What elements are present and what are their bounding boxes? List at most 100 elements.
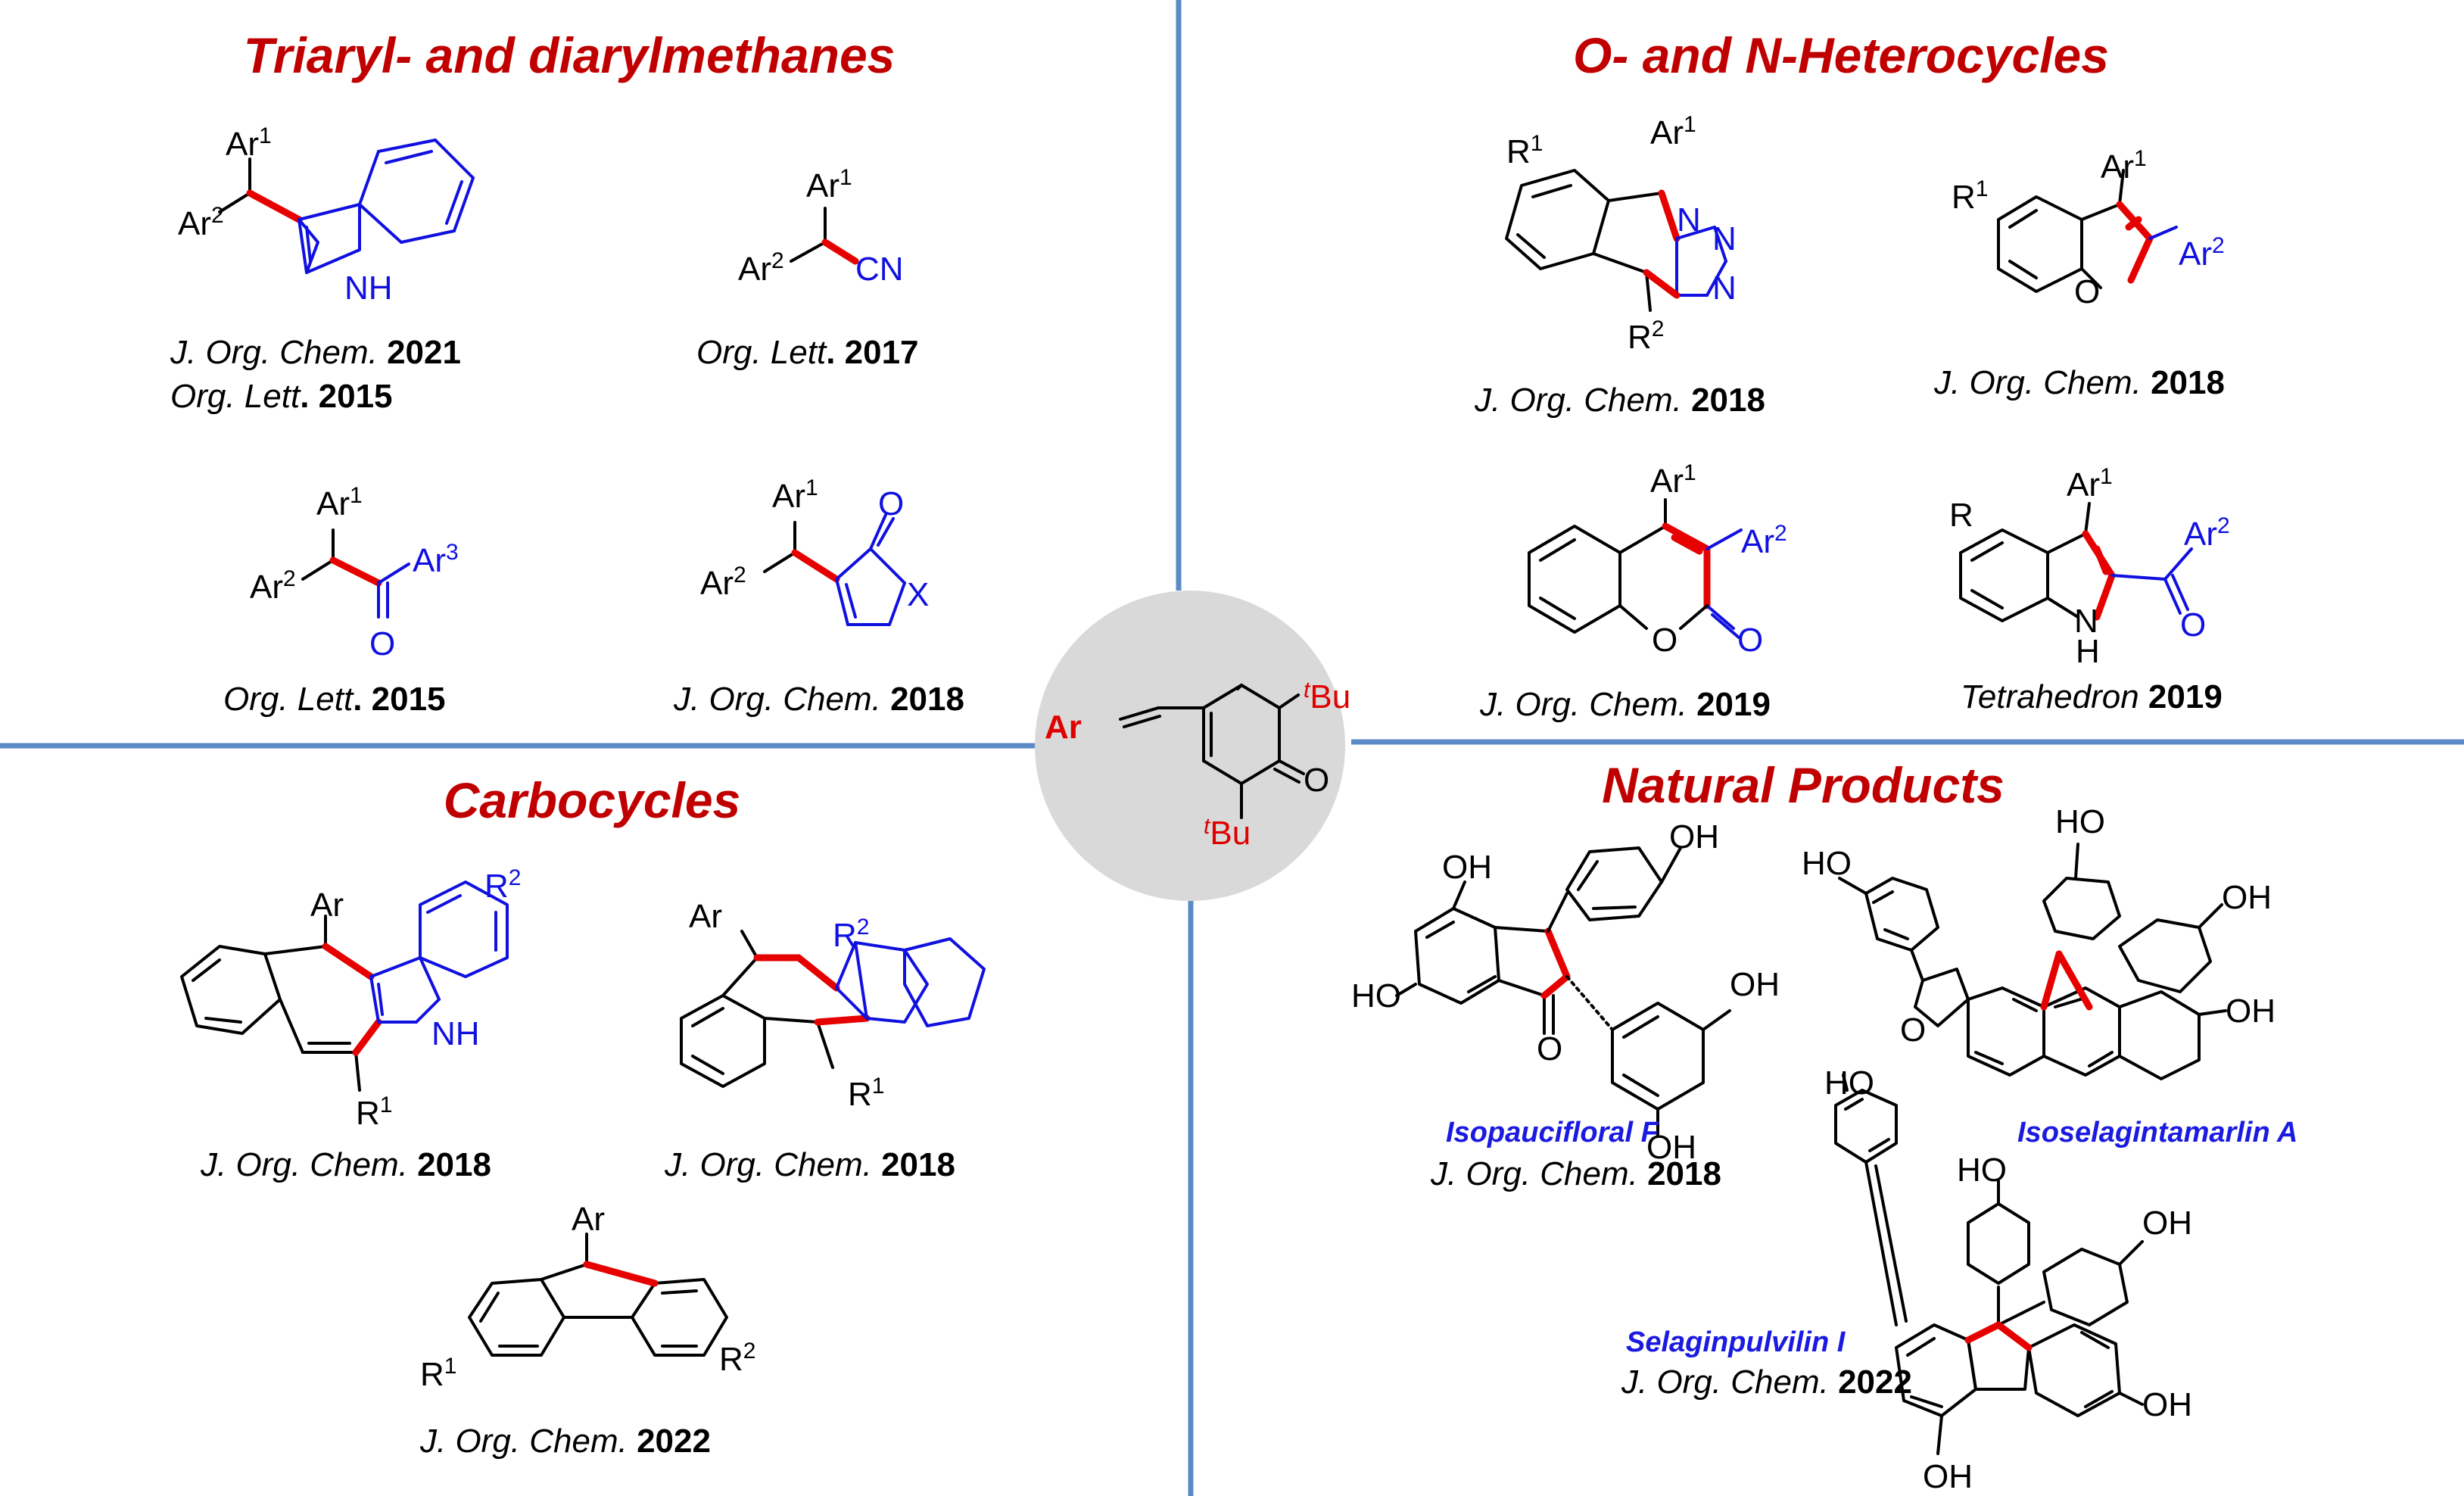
structure-selaginpulvilin-i: HO HO OH OH OH	[1824, 1064, 2192, 1495]
svg-text:R2: R2	[719, 1339, 755, 1378]
svg-text:R1: R1	[1952, 176, 1988, 216]
structure-triazole: R1 Ar1 N N N R2	[1505, 112, 1737, 356]
center-carbonyl-o: O	[1304, 762, 1329, 799]
ref-hetero-4: Tetrahedron 2019	[1961, 678, 2223, 715]
svg-text:OH: OH	[2226, 993, 2276, 1030]
structure-coumarin: Ar1 Ar2 O O	[1528, 460, 1787, 659]
structure-fluorene: Ar R1 R2	[420, 1201, 755, 1393]
svg-text:N: N	[1677, 201, 1701, 238]
ref-carbo-3: J. Org. Chem. 2022	[419, 1423, 711, 1460]
section-title-heterocycles: O- and N-Heterocycles	[1573, 27, 2109, 83]
svg-text:Ar: Ar	[689, 898, 722, 935]
svg-text:O: O	[2074, 273, 2100, 310]
section-title-triaryl: Triaryl- and diarylmethanes	[244, 27, 896, 83]
svg-text:R1: R1	[1506, 131, 1543, 170]
np-label-selaginpulvilin: Selaginpulvilin I	[1626, 1326, 1846, 1358]
svg-text:R1: R1	[848, 1074, 884, 1113]
svg-text:HO: HO	[2055, 803, 2105, 840]
svg-text:H: H	[2076, 633, 2100, 670]
center-ar-label: Ar	[1045, 709, 1082, 746]
svg-text:Ar1: Ar1	[2101, 146, 2147, 185]
np-label-isoselagintamarlin: Isoselagintamarlin A	[2017, 1117, 2297, 1148]
ref-natural-1: J. Org. Chem. 2018	[1430, 1155, 1721, 1192]
svg-text:O: O	[2180, 606, 2206, 644]
center-reagent: Ar tBu tBu O	[1035, 591, 1350, 901]
svg-text:Ar1: Ar1	[806, 165, 852, 204]
svg-text:HO: HO	[1824, 1064, 1874, 1102]
ref-triaryl-1b: Org. Lett. 2015	[170, 378, 393, 415]
svg-text:X: X	[907, 576, 929, 613]
svg-text:Ar1: Ar1	[226, 123, 272, 163]
ref-hetero-3: J. Org. Chem. 2019	[1479, 686, 1771, 723]
svg-text:Ar: Ar	[310, 887, 344, 924]
svg-text:OH: OH	[1923, 1458, 1973, 1495]
svg-text:Ar3: Ar3	[413, 540, 459, 579]
svg-text:OH: OH	[1646, 1129, 1696, 1166]
svg-text:O: O	[1537, 1030, 1562, 1067]
structure-acylindole: R Ar1 N H Ar2 O	[1949, 464, 2230, 670]
svg-text:NH: NH	[431, 1015, 480, 1052]
svg-text:Ar2: Ar2	[738, 248, 784, 288]
svg-text:R1: R1	[356, 1092, 392, 1132]
center-tbu-top: tBu	[1304, 678, 1350, 715]
svg-text:Ar2: Ar2	[2179, 233, 2225, 273]
svg-text:O: O	[1737, 622, 1763, 659]
svg-text:R1: R1	[420, 1354, 456, 1393]
svg-text:OH: OH	[1442, 849, 1492, 886]
structure-diaryl-nitrile: Ar1 Ar2 CN	[738, 165, 904, 288]
ref-hetero-2: J. Org. Chem. 2018	[1933, 364, 2225, 401]
svg-text:N: N	[1712, 270, 1737, 307]
ref-natural-3: J. Org. Chem. 2022	[1621, 1364, 1912, 1401]
np-label-isopaucifloral: Isopaucifloral F	[1446, 1117, 1660, 1148]
section-title-natural: Natural Products	[1602, 757, 2005, 813]
ref-triaryl-3: Org. Lett. 2015	[223, 681, 446, 718]
svg-text:R2: R2	[833, 915, 869, 954]
svg-text:CN: CN	[855, 251, 904, 288]
ref-carbo-1: J. Org. Chem. 2018	[200, 1146, 491, 1183]
svg-text:HO: HO	[1351, 977, 1401, 1014]
structure-benzofuran: R1 Ar1 O Ar2	[1952, 146, 2225, 310]
svg-text:Ar1: Ar1	[772, 475, 818, 515]
svg-text:OH: OH	[2142, 1205, 2192, 1242]
svg-text:O: O	[1652, 622, 1677, 659]
svg-text:Ar1: Ar1	[1650, 112, 1696, 151]
svg-text:R2: R2	[1628, 316, 1664, 356]
svg-text:Ar2: Ar2	[2184, 513, 2230, 553]
structure-indole-fused-cycloheptatriene: Ar NH R2 R1	[180, 865, 521, 1132]
svg-text:O: O	[369, 625, 395, 662]
svg-text:OH: OH	[2142, 1386, 2192, 1423]
svg-text:Ar2: Ar2	[250, 566, 296, 606]
structure-isoselagintamarlin-a: HO O HO OH OH	[1802, 803, 2276, 1080]
svg-text:NH: NH	[344, 270, 393, 307]
center-tbu-bottom: tBu	[1204, 814, 1251, 852]
svg-text:OH: OH	[1730, 966, 1780, 1003]
svg-text:N: N	[1712, 220, 1737, 257]
svg-text:R2: R2	[484, 865, 521, 905]
svg-text:O: O	[1900, 1011, 1926, 1049]
svg-text:OH: OH	[1669, 818, 1719, 856]
svg-text:Ar2: Ar2	[1741, 521, 1787, 560]
svg-text:Ar: Ar	[572, 1201, 605, 1238]
svg-text:O: O	[878, 485, 904, 522]
svg-text:HO: HO	[1957, 1152, 2007, 1189]
svg-text:Ar2: Ar2	[700, 563, 746, 602]
svg-text:Ar1: Ar1	[316, 483, 363, 522]
svg-text:Ar2: Ar2	[178, 203, 224, 242]
structure-spiro-indene: Ar R2 R1	[680, 898, 986, 1113]
structure-isopaucifloral-f: OH HO O OH OH OH	[1351, 818, 1780, 1166]
structure-diaryl-ketone: Ar1 Ar2 Ar3 O	[250, 483, 459, 662]
svg-text:Ar1: Ar1	[2067, 464, 2113, 503]
svg-text:R: R	[1949, 497, 1973, 534]
svg-text:N: N	[2074, 603, 2098, 640]
structure-butenolide: Ar1 Ar2 O X	[700, 475, 929, 626]
ref-triaryl-2: Org. Lett. 2017	[696, 334, 919, 371]
svg-text:HO: HO	[1802, 845, 1852, 882]
svg-text:OH: OH	[2222, 879, 2272, 916]
ref-carbo-2: J. Org. Chem. 2018	[664, 1146, 955, 1183]
center-circle	[1035, 591, 1345, 901]
ref-triaryl-1a: J. Org. Chem. 2021	[170, 334, 461, 371]
section-title-carbocycles: Carbocycles	[444, 772, 741, 828]
svg-text:Ar1: Ar1	[1650, 460, 1696, 500]
ref-triaryl-4: J. Org. Chem. 2018	[673, 681, 964, 718]
